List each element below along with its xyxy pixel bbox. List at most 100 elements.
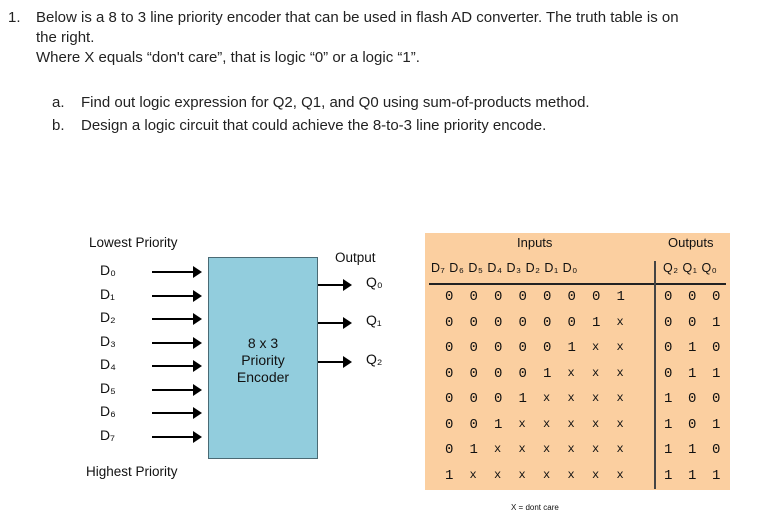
input-arrow: [152, 383, 202, 396]
input-cell: x: [469, 467, 477, 482]
output-headers: Q₂ Q₁ Q₀: [663, 261, 718, 275]
input-cell: x: [567, 467, 575, 482]
output-cell: 0: [712, 340, 721, 356]
output-cell: 0: [688, 416, 697, 433]
input-cell: 1: [616, 289, 625, 305]
input-cell: x: [543, 442, 551, 456]
output-cell: 0: [688, 391, 697, 407]
output-cell: 1: [664, 416, 673, 433]
input-cell: 0: [445, 365, 454, 382]
input-cell: 0: [445, 289, 454, 305]
output-cell: 1: [664, 467, 673, 484]
encoder-text-3: Encoder: [236, 369, 290, 385]
input-cell: 0: [445, 391, 454, 407]
input-cell: x: [567, 416, 575, 431]
input-cell: 0: [518, 340, 527, 356]
input-cell: 0: [518, 365, 527, 382]
input-cell: 0: [469, 314, 478, 331]
output-cell: 0: [688, 314, 697, 331]
output-cell: 1: [688, 340, 697, 356]
input-cell: 0: [592, 289, 601, 305]
input-cell: 0: [494, 314, 503, 331]
output-label: Output: [335, 250, 376, 265]
input-label: D₆: [100, 403, 116, 419]
input-cell: 0: [567, 289, 576, 305]
output-cell: 0: [664, 365, 673, 382]
input-cell: 0: [445, 442, 454, 458]
input-cell: x: [543, 416, 551, 431]
input-cell: 0: [494, 365, 503, 382]
output-cell: 0: [712, 442, 721, 458]
encoder-text-1: 8 x 3: [247, 335, 279, 351]
input-cell: x: [616, 365, 624, 380]
output-label-q2: Q₂: [366, 351, 383, 367]
input-label: D₇: [100, 426, 115, 443]
input-headers: D₇ D₆ D₅ D₄ D₃ D₂ D₁ D₀: [431, 261, 578, 275]
question-text-line3: Where X equals “don't care”, that is log…: [36, 49, 420, 66]
input-label: D₅: [100, 379, 116, 396]
input-cell: 0: [543, 340, 552, 356]
input-cell: x: [616, 340, 624, 354]
input-cell: x: [592, 391, 600, 405]
input-cell: x: [543, 467, 551, 482]
input-label: D₂: [100, 309, 116, 325]
input-cell: 1: [518, 391, 527, 407]
input-cell: x: [616, 391, 624, 405]
input-arrow: [152, 407, 202, 419]
output-cell: 0: [664, 314, 673, 331]
input-label: D₁: [100, 285, 115, 302]
output-cell: 1: [664, 391, 673, 407]
input-label: D₃: [100, 332, 116, 349]
input-cell: x: [518, 442, 526, 456]
output-cell: 0: [712, 391, 721, 407]
input-cell: 0: [445, 416, 454, 433]
output-cell: 0: [664, 289, 673, 305]
highest-priority-label: Highest Priority: [86, 464, 178, 479]
input-cell: x: [616, 416, 624, 431]
output-label-q0: Q₀: [366, 274, 383, 290]
input-cell: 1: [494, 416, 503, 433]
output-cell: 1: [664, 442, 673, 458]
input-arrow: [152, 430, 202, 443]
question-text-line2: the right.: [36, 29, 95, 46]
input-cell: 0: [445, 314, 454, 331]
question-number: 1.: [8, 9, 21, 26]
input-cell: x: [518, 467, 526, 482]
input-cell: 1: [469, 442, 478, 458]
input-cell: 0: [469, 289, 478, 305]
encoder-text-2: Priority: [241, 352, 285, 368]
input-cell: x: [567, 391, 575, 405]
inputs-title: Inputs: [517, 235, 553, 250]
input-cell: 0: [469, 416, 478, 433]
output-cell: 0: [712, 289, 721, 305]
input-cell: 1: [567, 340, 576, 356]
input-cell: 0: [543, 289, 552, 305]
input-cell: 0: [567, 314, 576, 331]
input-cell: x: [616, 442, 624, 456]
question-text-line1: Below is a 8 to 3 line priority encoder …: [36, 9, 679, 26]
input-cell: x: [592, 467, 600, 482]
truth-table: Inputs Outputs D₇ D₆ D₅ D₄ D₃ D₂ D₁ D₀ Q…: [425, 233, 730, 512]
column-divider: [654, 261, 656, 489]
input-cell: 0: [518, 314, 527, 331]
subquestion-a-text: Find out logic expression for Q2, Q1, an…: [81, 94, 590, 111]
input-cell: 1: [543, 365, 552, 382]
input-cell: x: [494, 442, 502, 456]
input-cell: x: [592, 365, 600, 380]
input-cell: 1: [445, 467, 454, 484]
dont-care-footnote: X = dont care: [511, 503, 559, 512]
output-arrow-q2: [318, 356, 352, 368]
input-cell: x: [592, 442, 600, 456]
output-cell: 1: [688, 365, 697, 382]
input-cell: x: [592, 340, 600, 354]
output-cell: 1: [688, 442, 697, 458]
input-cell: 0: [469, 391, 478, 407]
input-cell: x: [567, 442, 575, 456]
output-cell: 0: [664, 340, 673, 356]
input-cell: x: [518, 416, 526, 431]
input-cell: x: [543, 391, 551, 405]
lowest-priority-label: Lowest Priority: [89, 235, 178, 250]
input-arrow: [152, 336, 202, 349]
output-cell: 1: [712, 365, 721, 382]
input-label: D₄: [100, 356, 116, 372]
